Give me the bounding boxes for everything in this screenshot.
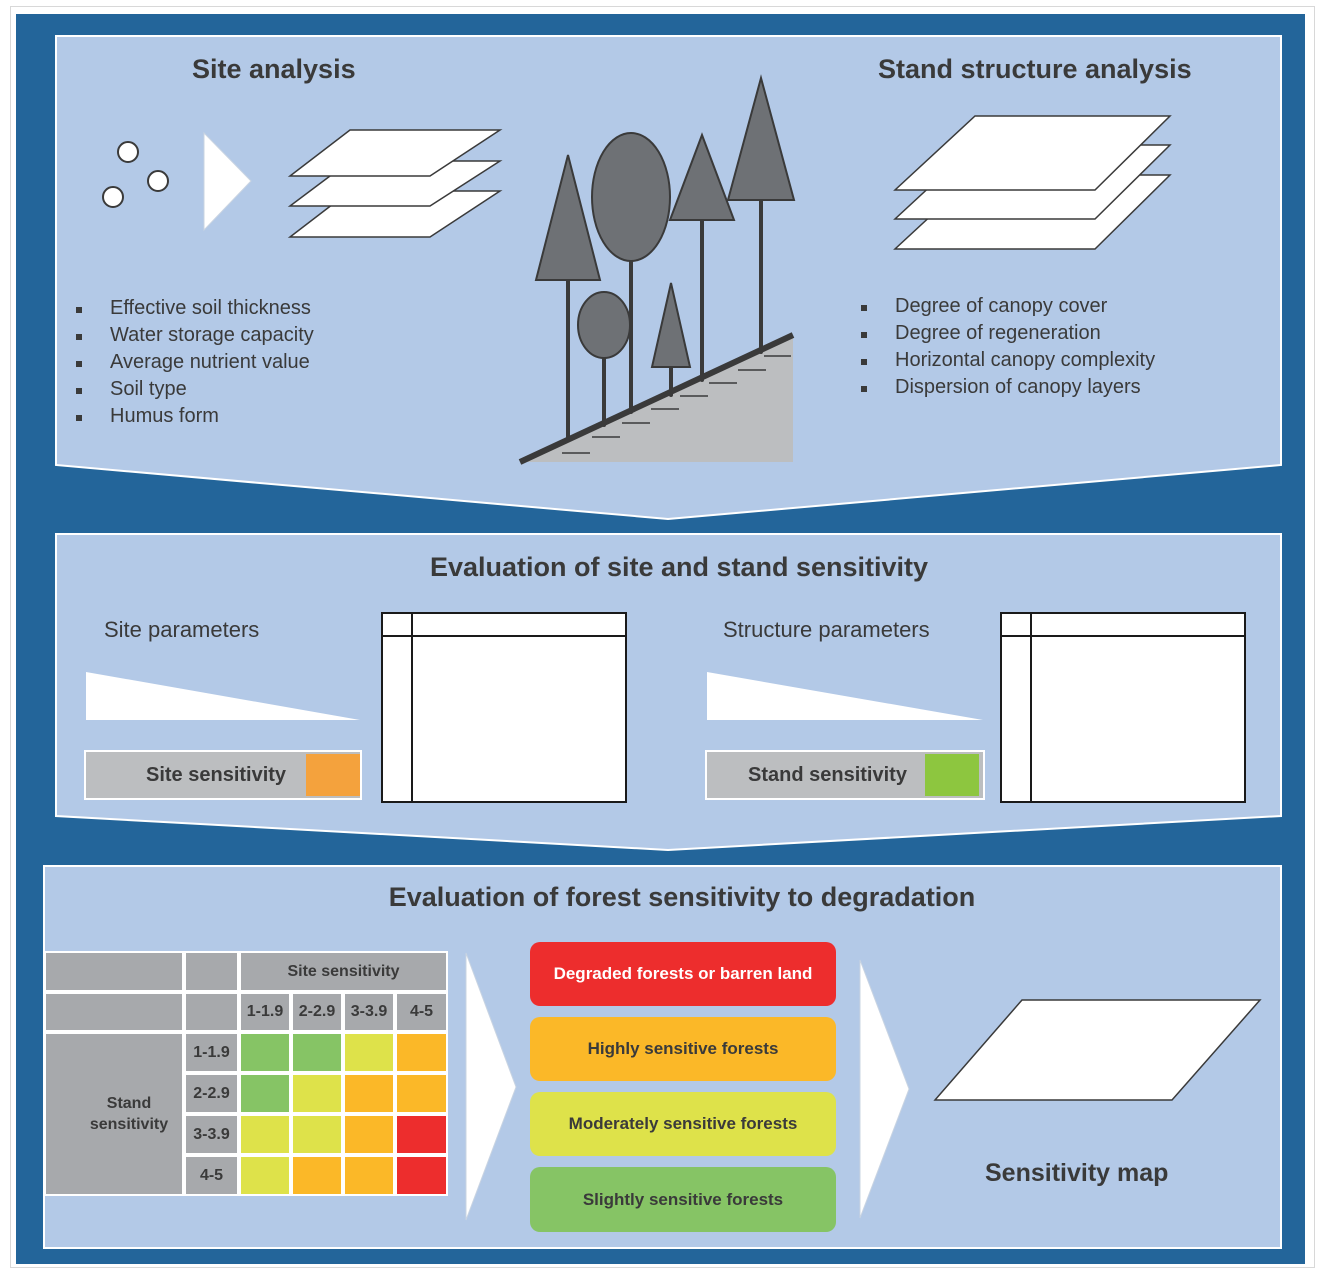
sample-point-icon [147,170,169,192]
site-sensitivity-box: Site sensitivity [84,750,362,800]
category-degraded: Degraded forests or barren land [530,942,836,1006]
stand-sensitivity-label: Stand sensitivity [748,764,907,786]
site-parameter-table [381,612,627,803]
list-item: Soil type [76,376,314,403]
sensitivity-map-icon [933,999,1262,1101]
structure-parameters-wedge [707,672,983,720]
matrix-cell-slight [239,1073,291,1114]
matrix-cell-high [395,1032,448,1073]
matrix-corner [44,951,184,992]
matrix-cell-high [343,1114,395,1155]
matrix-corner [184,951,239,992]
arrow-right-icon [203,131,252,232]
matrix-col-label: 4-5 [395,992,448,1032]
list-item: Dispersion of canopy layers [861,374,1155,401]
structure-parameter-table [1000,612,1246,803]
list-item: Humus form [76,403,314,430]
matrix-cell-slight [291,1032,343,1073]
matrix-cell-high [343,1073,395,1114]
matrix-col-label: 1-1.9 [239,992,291,1032]
site-sensitivity-swatch [306,754,360,796]
matrix-cell-high [291,1155,343,1196]
list-item: Water storage capacity [76,322,314,349]
list-item: Average nutrient value [76,349,314,376]
stand-parameter-list: Degree of canopy cover Degree of regener… [861,293,1155,401]
category-highly-sensitive: Highly sensitive forests [530,1017,836,1081]
forest-slope-illustration [518,74,796,465]
matrix-cell-moderate [291,1073,343,1114]
matrix-cell-moderate [239,1114,291,1155]
matrix-col-label: 2-2.9 [291,992,343,1032]
list-item: Effective soil thickness [76,295,314,322]
degradation-evaluation-title: Evaluation of forest sensitivity to degr… [388,882,976,912]
site-parameter-list: Effective soil thickness Water storage c… [76,295,314,430]
matrix-cell-high [343,1155,395,1196]
list-item: Degree of canopy cover [861,293,1155,320]
site-sensitivity-label: Site sensitivity [146,764,287,786]
matrix-col-label: 3-3.9 [343,992,395,1032]
structure-parameters-label: Structure parameters [723,617,930,642]
matrix-cell-degraded [395,1114,448,1155]
arrow-right-icon [465,952,517,1221]
matrix-cell-moderate [291,1114,343,1155]
sample-point-icon [117,141,139,163]
matrix-row-label: 2-2.9 [184,1073,239,1114]
site-parameters-wedge [86,672,360,720]
list-item: Horizontal canopy complexity [861,347,1155,374]
site-parameters-label: Site parameters [104,617,260,642]
site-layers-icon [287,129,503,238]
matrix-corner [44,992,184,1032]
sensitivity-matrix: Site sensitivity 1-1.9 2-2.9 3-3.9 4-5 S… [44,951,448,1196]
stand-sensitivity-swatch [925,754,979,796]
matrix-cell-high [395,1073,448,1114]
matrix-row-label: 3-3.9 [184,1114,239,1155]
matrix-cell-slight [239,1032,291,1073]
stand-sensitivity-box: Stand sensitivity [705,750,985,800]
matrix-cell-degraded [395,1155,448,1196]
sensitivity-map-label: Sensitivity map [985,1159,1169,1187]
arrow-right-icon [859,959,910,1219]
matrix-row-label: 1-1.9 [184,1032,239,1073]
matrix-cell-moderate [239,1155,291,1196]
matrix-col-header: Site sensitivity [239,951,448,992]
category-slightly-sensitive: Slightly sensitive forests [530,1167,836,1232]
sample-point-icon [102,186,124,208]
sensitivity-evaluation-title: Evaluation of site and stand sensitivity [429,552,929,582]
matrix-row-header: Stand sensitivity [44,1032,184,1196]
stand-layers-icon [893,115,1172,250]
matrix-row-label: 4-5 [184,1155,239,1196]
stand-structure-analysis-title: Stand structure analysis [878,54,1192,84]
site-analysis-title: Site analysis [192,54,356,84]
category-moderately-sensitive: Moderately sensitive forests [530,1092,836,1156]
matrix-corner [184,992,239,1032]
list-item: Degree of regeneration [861,320,1155,347]
matrix-cell-moderate [343,1032,395,1073]
